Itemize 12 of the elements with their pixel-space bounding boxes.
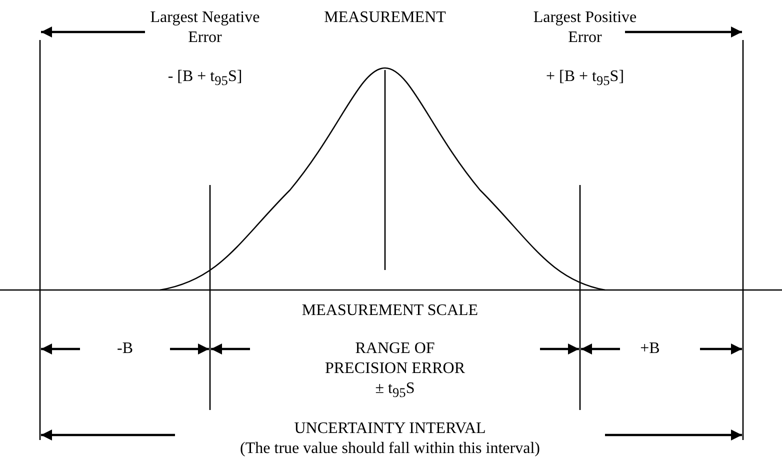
annotation-text: Largest Positive Error	[532, 8, 638, 48]
dimension-label: +B	[640, 339, 660, 359]
formula-text: ± t$_{95}$S	[375, 379, 415, 402]
annotation-text: Largest Negative Error	[149, 8, 261, 48]
dimension-label: -B	[117, 339, 133, 359]
formula-text: - [B + t$_{95}$S]	[168, 67, 242, 90]
axis-label: MEASUREMENT SCALE	[302, 301, 478, 321]
note-text: (The true value should fall within this interval)	[240, 439, 540, 459]
heading-text: MEASUREMENT	[324, 8, 446, 28]
dimension-label: UNCERTAINTY INTERVAL	[294, 419, 486, 439]
formula-text: + [B + t$_{95}$S]	[546, 67, 624, 90]
dimension-label: RANGE OF PRECISION ERROR	[324, 339, 466, 379]
